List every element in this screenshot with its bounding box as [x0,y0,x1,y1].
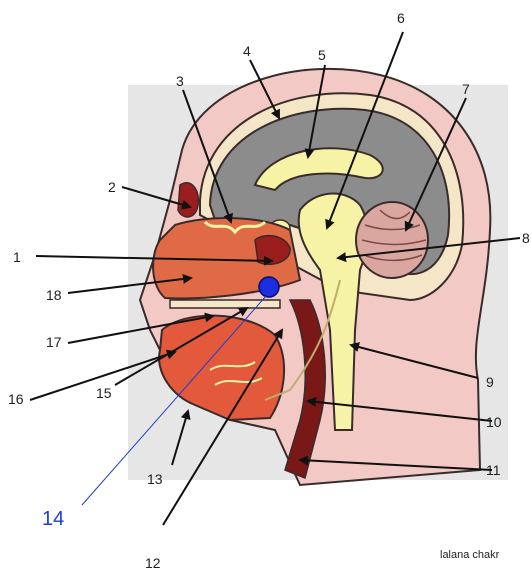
label-15: 15 [96,385,112,401]
label-18: 18 [46,287,62,303]
label-7: 7 [462,81,470,97]
label-12: 12 [145,555,161,571]
label-14: 14 [42,508,64,530]
label-1: 1 [13,249,21,265]
marker-dot [259,277,279,297]
credit-text: lalana chakr [440,549,500,561]
hard-palate [170,300,280,308]
label-11: 11 [486,462,501,478]
cerebellum [356,202,428,278]
label-13: 13 [147,471,163,487]
label-10: 10 [486,414,502,430]
label-8: 8 [522,230,530,246]
label-2: 2 [108,179,116,195]
label-6: 6 [397,10,405,26]
label-5: 5 [318,47,326,63]
label-4: 4 [243,43,251,59]
frontal-sinus [178,183,198,217]
label-17: 17 [46,334,62,350]
label-9: 9 [486,374,494,390]
label-3: 3 [176,73,184,89]
label-16: 16 [8,391,24,407]
